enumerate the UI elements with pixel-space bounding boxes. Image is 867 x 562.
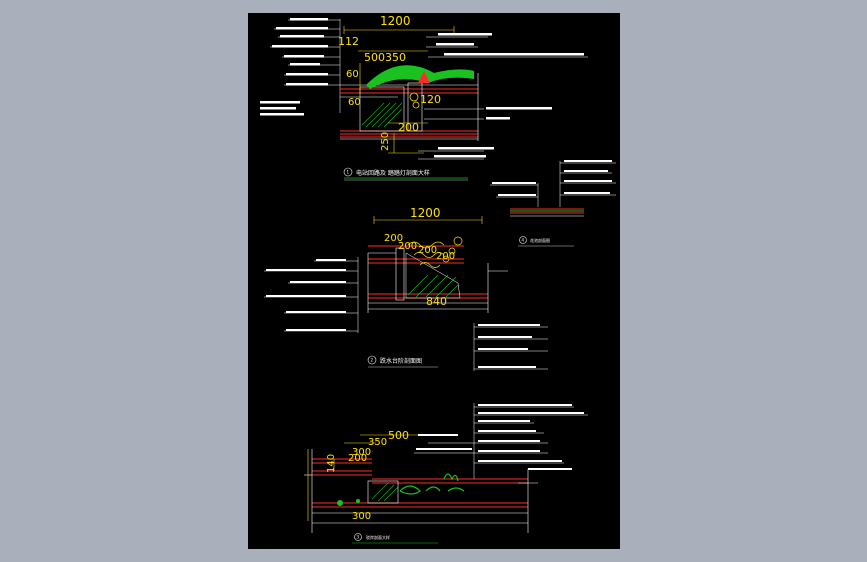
d1-dim-f: 250 — [380, 132, 391, 151]
d2-dim-c: 200 — [418, 245, 437, 256]
d1-dim-top: 1200 — [380, 14, 411, 28]
d2-dim-top: 1200 — [410, 206, 441, 220]
d3-dim-c: 300 — [352, 447, 371, 458]
d2-dim-b: 200 — [398, 241, 417, 252]
d4-title: 花池剖面图 — [530, 237, 550, 243]
d2-number: 2 — [371, 358, 374, 363]
d2-dim-e: 840 — [426, 295, 447, 308]
detail-1: 1200 112 500350 60 120 200 250 60 1 — [260, 14, 588, 181]
d1-number: 1 — [347, 170, 350, 175]
d3-dim-a: 500 — [388, 429, 409, 442]
d3-dim-b: 350 — [368, 437, 387, 448]
d4-number: 4 — [522, 238, 525, 243]
d3-dim-d: 140 — [326, 454, 337, 473]
d1-dim-c: 60 — [346, 69, 359, 80]
d2-title: 跌水台阶剖面图 — [380, 357, 422, 365]
d2-dim-d: 200 — [436, 251, 455, 262]
d1-title: 电站回路及 踏踏灯剖面大样 — [356, 169, 430, 177]
d1-dim-b: 500350 — [364, 51, 406, 64]
d1-dim-d: 120 — [420, 93, 441, 106]
d3-title: 驳岸剖面大样 — [366, 534, 390, 540]
d3-dim-f: 300 — [352, 511, 371, 522]
d1-dim-g: 60 — [348, 97, 361, 108]
detail-4: 4 花池剖面图 — [490, 160, 616, 247]
d1-dim-e: 200 — [398, 121, 419, 134]
d1-dim-a: 112 — [338, 35, 359, 48]
drawing-sheet: 1200 112 500350 60 120 200 250 60 1 — [248, 13, 620, 549]
d3-number: 3 — [357, 535, 360, 540]
cad-drawing: 1200 112 500350 60 120 200 250 60 1 — [260, 14, 616, 544]
detail-2: 1200 — [264, 206, 548, 371]
d2-dim-a: 200 — [384, 233, 403, 244]
detail-3: 500 350 300 140 200 300 — [304, 403, 588, 544]
d3-dim-e: 200 — [348, 453, 367, 464]
